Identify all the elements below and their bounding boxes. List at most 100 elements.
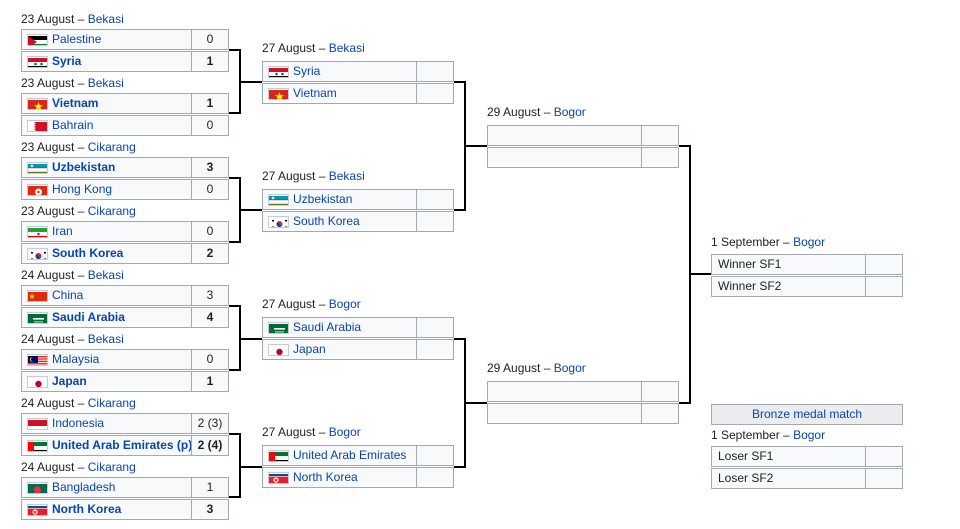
match-date: 27 August: [262, 41, 316, 55]
flag-southkorea-icon: [268, 216, 289, 228]
team-row: Loser SF1: [711, 446, 903, 467]
match-header: 23 August – Cikarang: [21, 141, 136, 154]
team-name[interactable]: United Arab Emirates: [293, 448, 407, 462]
match-header: 24 August – Bekasi: [21, 333, 124, 346]
team-cell: [488, 126, 642, 145]
connector-line: [229, 305, 241, 371]
team-cell: Malaysia: [22, 350, 192, 369]
venue-link[interactable]: Bekasi: [328, 169, 365, 183]
team-row: Japan: [262, 339, 454, 360]
venue-link[interactable]: Bogor: [793, 235, 826, 249]
team-score: [417, 446, 453, 465]
flag-china-icon: [27, 290, 48, 302]
team-name[interactable]: Japan: [52, 374, 87, 388]
team-name[interactable]: North Korea: [52, 502, 122, 516]
team-row: Syria: [262, 61, 454, 82]
team-row: Uzbekistan: [262, 189, 454, 210]
match-date: 24 August: [21, 332, 75, 346]
team-name[interactable]: United Arab Emirates (p): [52, 438, 192, 452]
team-name[interactable]: Bahrain: [52, 118, 94, 132]
team-name[interactable]: Japan: [293, 342, 326, 356]
team-cell: Indonesia: [22, 414, 192, 433]
match-date: 24 August: [21, 396, 75, 410]
flag-uzbekistan-icon: [27, 162, 48, 174]
match-date: 29 August: [487, 105, 541, 119]
team-cell: Saudi Arabia: [263, 318, 417, 337]
team-cell: Uzbekistan: [22, 158, 192, 177]
team-name[interactable]: Uzbekistan: [293, 192, 353, 206]
venue-link[interactable]: Bekasi: [87, 12, 124, 26]
team-score: [417, 318, 453, 337]
team-name[interactable]: Malaysia: [52, 352, 100, 366]
match-header: 29 August – Bogor: [487, 362, 586, 375]
venue-link[interactable]: Cikarang: [87, 204, 136, 218]
match-header: 27 August – Bekasi: [262, 42, 365, 55]
venue-link[interactable]: Bogor: [553, 105, 586, 119]
flag-saudi-icon: [27, 312, 48, 324]
venue-link[interactable]: Bekasi: [328, 41, 365, 55]
match-date: 27 August: [262, 425, 316, 439]
team-cell: South Korea: [263, 212, 417, 231]
team-name[interactable]: Palestine: [52, 32, 102, 46]
team-name[interactable]: Vietnam: [52, 96, 99, 110]
team-row: Vietnam: [262, 83, 454, 104]
flag-northkorea-icon: [268, 472, 289, 484]
team-name[interactable]: Indonesia: [52, 416, 105, 430]
flag-bangladesh-icon: [27, 482, 48, 494]
team-name[interactable]: Iran: [52, 224, 73, 238]
match-header: 1 September – Bogor: [711, 429, 825, 442]
date-venue-separator: –: [315, 425, 329, 439]
connector-line: [229, 433, 241, 498]
venue-link[interactable]: Bekasi: [87, 332, 124, 346]
venue-link[interactable]: Cikarang: [87, 460, 136, 474]
flag-syria-icon: [27, 56, 48, 68]
team-name[interactable]: Syria: [293, 64, 321, 78]
team-row: [487, 403, 679, 424]
team-name[interactable]: Syria: [52, 54, 82, 68]
match-date: 29 August: [487, 361, 541, 375]
venue-link[interactable]: Bogor: [328, 425, 361, 439]
date-venue-separator: –: [74, 396, 88, 410]
team-name[interactable]: Saudi Arabia: [52, 310, 125, 324]
team-name[interactable]: China: [52, 288, 84, 302]
team-name[interactable]: Hong Kong: [52, 182, 113, 196]
team-cell: Vietnam: [22, 94, 192, 113]
team-name[interactable]: North Korea: [293, 470, 358, 484]
team-row: Indonesia 2 (3): [21, 413, 229, 434]
team-row: Loser SF2: [711, 468, 903, 489]
team-row: [487, 381, 679, 402]
team-cell: United Arab Emirates: [263, 446, 417, 465]
team-score: 2 (3): [197, 416, 223, 430]
venue-link[interactable]: Bekasi: [87, 268, 124, 282]
flag-vietnam-icon: [27, 98, 48, 110]
team-cell: [488, 404, 642, 423]
team-row: United Arab Emirates: [262, 445, 454, 466]
team-name[interactable]: Saudi Arabia: [293, 320, 362, 334]
venue-link[interactable]: Bogor: [553, 361, 586, 375]
team-name[interactable]: Uzbekistan: [52, 160, 116, 174]
venue-link[interactable]: Bogor: [793, 428, 826, 442]
connector-line: [229, 49, 241, 114]
team-score: [866, 447, 902, 466]
date-venue-separator: –: [315, 297, 329, 311]
venue-link[interactable]: Bekasi: [87, 76, 124, 90]
team-name[interactable]: South Korea: [52, 246, 124, 260]
connector-line: [454, 81, 466, 211]
team-cell: Vietnam: [263, 84, 417, 103]
venue-link[interactable]: Bogor: [328, 297, 361, 311]
team-name[interactable]: Bangladesh: [52, 480, 116, 494]
team-name[interactable]: Vietnam: [293, 86, 337, 100]
team-score: [642, 148, 678, 167]
team-name[interactable]: South Korea: [293, 214, 360, 228]
team-score: 2 (4): [197, 438, 223, 452]
venue-link[interactable]: Cikarang: [87, 396, 136, 410]
match-header: 24 August – Cikarang: [21, 461, 136, 474]
venue-link[interactable]: Cikarang: [87, 140, 136, 154]
